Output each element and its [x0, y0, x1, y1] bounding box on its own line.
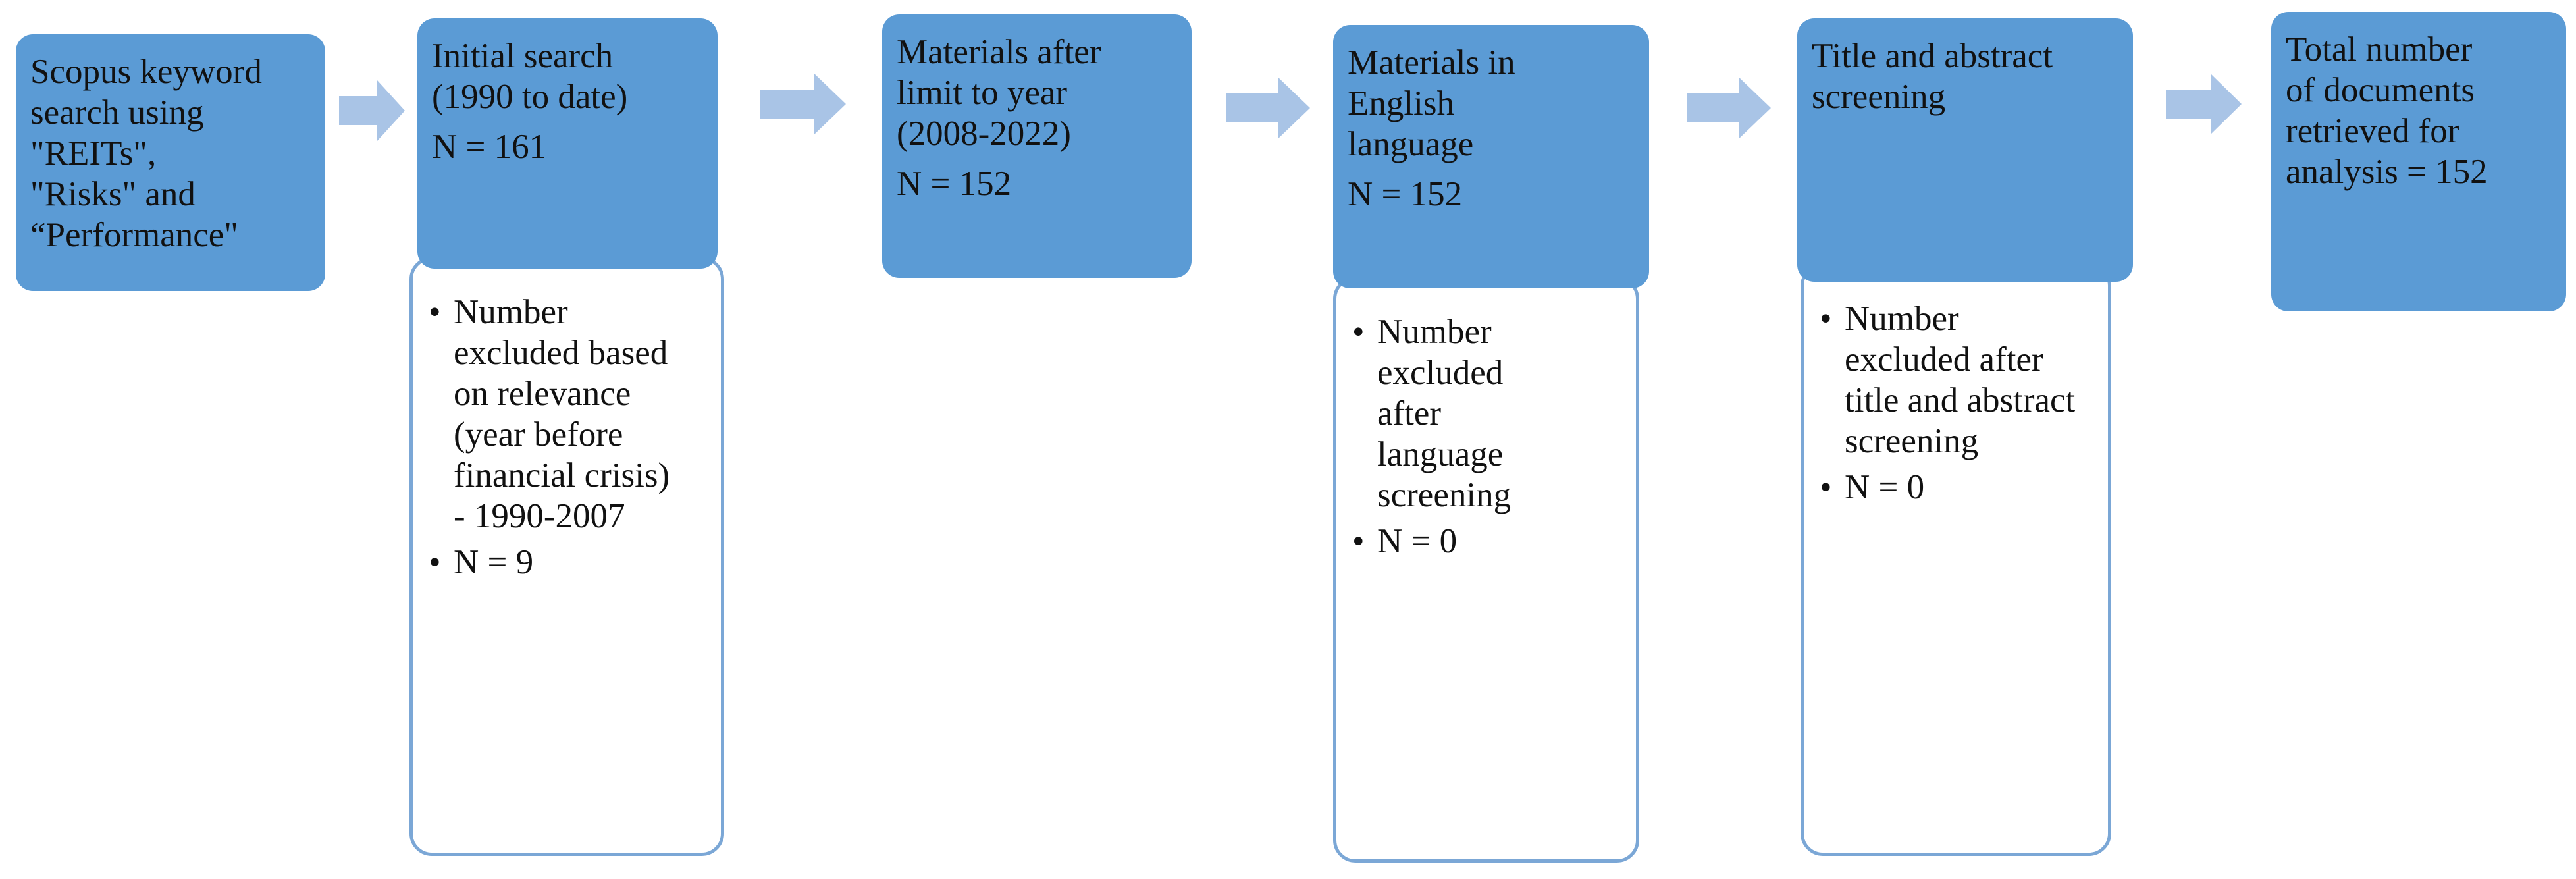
step-english-language-line: Materials in	[1348, 43, 1515, 82]
step-year-limit-line: (2008-2022)	[897, 115, 1071, 153]
step-keyword-search-line: search using	[30, 93, 204, 132]
exclusion-count: N = 9	[429, 542, 705, 583]
right-arrow-icon	[339, 80, 405, 141]
step-english-language: Materials in English language N = 152	[1333, 25, 1649, 288]
step-year-limit-count: N = 152	[897, 165, 1012, 203]
right-arrow-icon	[760, 74, 846, 134]
exclusion-item: Number excluded based on relevance (year…	[429, 292, 671, 537]
step-initial-search-line: (1990 to date)	[432, 78, 628, 116]
right-arrow-icon	[1687, 78, 1771, 138]
step-total-documents-line: retrieved for	[2286, 112, 2459, 150]
right-arrow-icon	[2166, 74, 2242, 134]
exclusion-box-title-abstract: Number excluded after title and abstract…	[1801, 263, 2111, 856]
exclusion-item: Number excluded after title and abstract…	[1820, 298, 2082, 462]
right-arrow-icon	[1226, 78, 1310, 138]
step-keyword-search-line: "REITs",	[30, 134, 157, 173]
step-total-documents-line: Total number	[2286, 30, 2473, 68]
step-total-documents-line: analysis = 152	[2286, 153, 2488, 191]
step-title-abstract-line: screening	[1812, 78, 1946, 116]
step-keyword-search: Scopus keyword search using "REITs", "Ri…	[16, 34, 325, 291]
exclusion-count: N = 0	[1820, 467, 2092, 508]
step-year-limit-line: Materials after	[897, 33, 1101, 71]
exclusion-box-relevance: Number excluded based on relevance (year…	[409, 257, 724, 856]
step-keyword-search-line: Scopus keyword	[30, 53, 262, 91]
exclusion-item: Number excluded after language screening	[1352, 311, 1575, 516]
step-keyword-search-line: “Performance"	[30, 216, 238, 254]
step-keyword-search-line: "Risks" and	[30, 175, 196, 213]
step-english-language-line: English	[1348, 84, 1454, 122]
step-year-limit-line: limit to year	[897, 74, 1068, 112]
step-initial-search: Initial search (1990 to date) N = 161	[417, 18, 718, 269]
exclusion-box-language: Number excluded after language screening…	[1333, 277, 1639, 863]
step-english-language-line: language	[1348, 125, 1474, 163]
exclusion-count: N = 0	[1352, 521, 1620, 562]
step-total-documents-line: of documents	[2286, 71, 2475, 109]
step-initial-search-line: Initial search	[432, 37, 614, 75]
step-total-documents: Total number of documents retrieved for …	[2271, 12, 2566, 311]
step-title-abstract-line: Title and abstract	[1812, 37, 2053, 75]
step-english-language-count: N = 152	[1348, 175, 1463, 213]
step-title-abstract: Title and abstract screening	[1797, 18, 2133, 282]
step-initial-search-count: N = 161	[432, 128, 547, 166]
step-year-limit: Materials after limit to year (2008-2022…	[882, 14, 1192, 278]
